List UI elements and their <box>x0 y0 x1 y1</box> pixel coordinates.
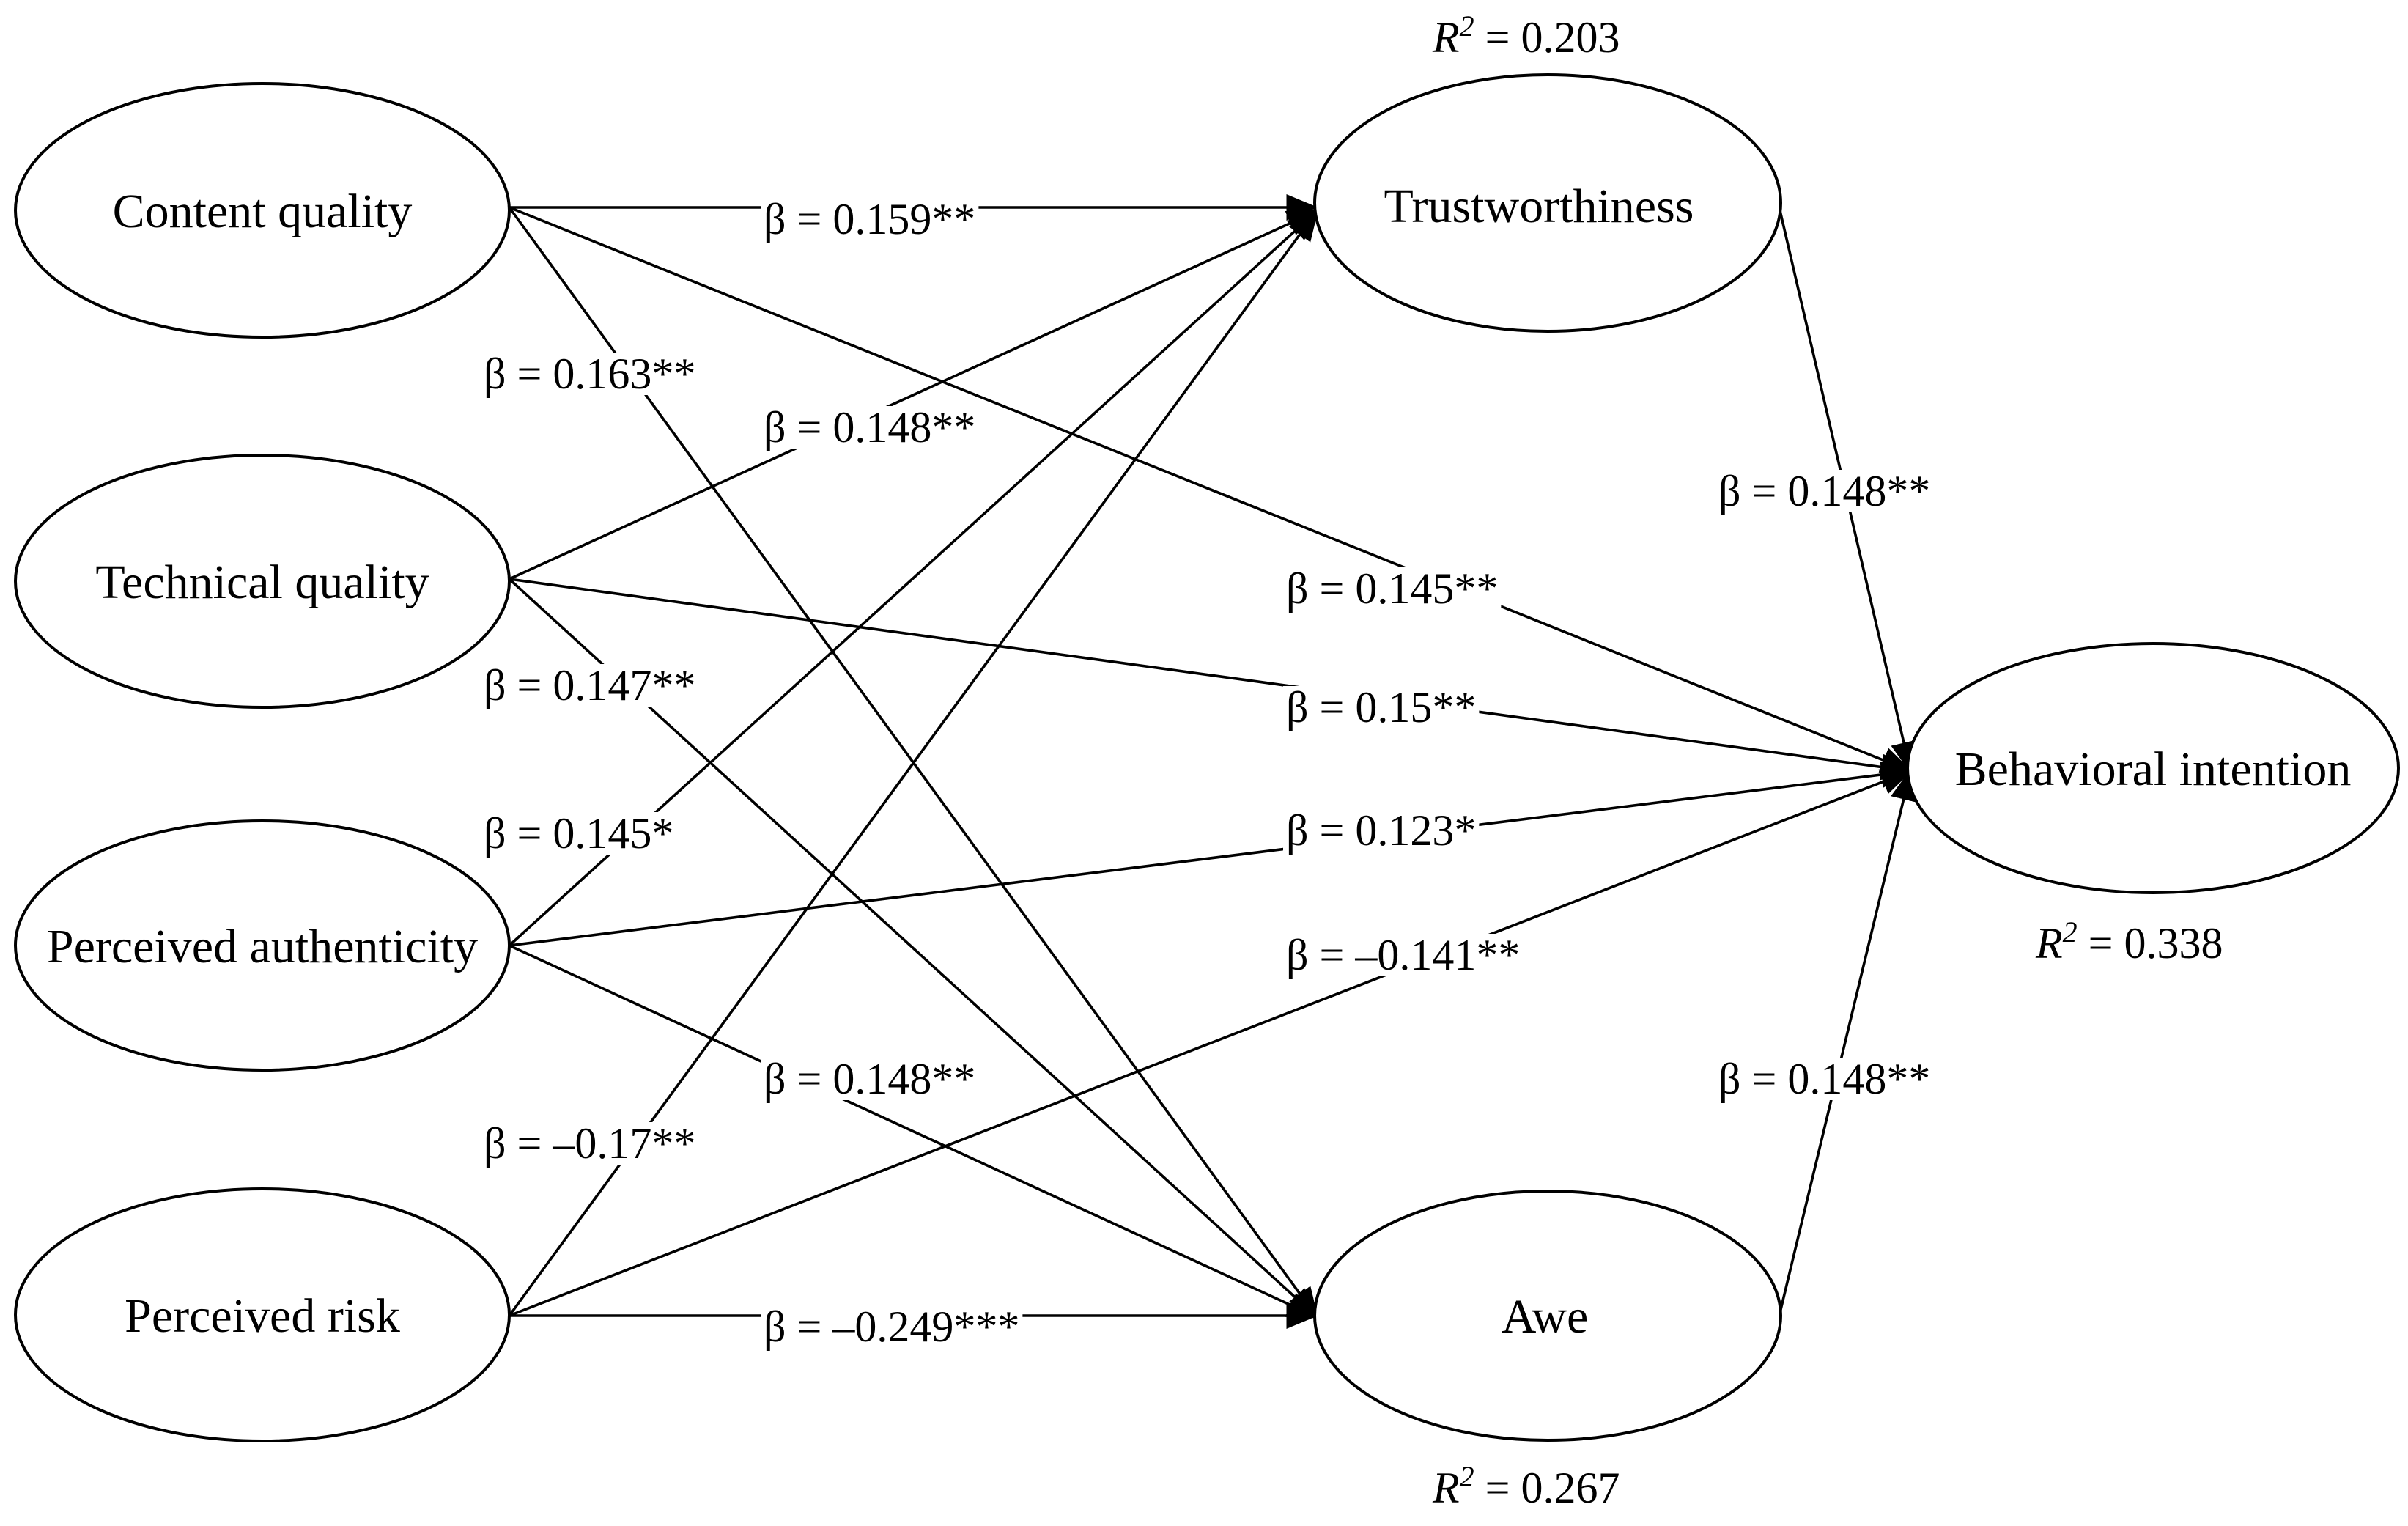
r-squared-trustworthiness: R2 = 0.203 <box>1432 10 1620 62</box>
beta-label-tq-awe: β = 0.147** <box>484 661 695 709</box>
beta-label-tq-bi: β = 0.15** <box>1286 683 1476 731</box>
beta-label-background <box>481 812 677 855</box>
node-awe: Awe <box>1313 1190 1782 1442</box>
beta-label-pa-awe: β = 0.148** <box>764 1055 975 1103</box>
node-ellipse <box>14 82 511 339</box>
beta-label-background <box>1283 809 1480 852</box>
beta-label-background <box>761 1058 979 1100</box>
path-line-pa-awe <box>509 944 1320 1319</box>
beta-label-pa-trust: β = 0.145* <box>484 809 673 858</box>
node-technical-quality: Technical quality <box>14 454 511 709</box>
beta-label-background <box>1715 1058 1934 1100</box>
beta-label-pr-awe: β = –0.249*** <box>764 1302 1019 1351</box>
beta-label-background <box>481 1122 699 1165</box>
beta-label-pr-trust: β = –0.17** <box>484 1119 695 1168</box>
r-squared-awe: R2 = 0.267 <box>1432 1460 1620 1512</box>
node-label-trustworthiness: Trustworthiness <box>1384 180 1694 233</box>
beta-label-background <box>481 664 699 707</box>
beta-label-trust-bi: β = 0.148** <box>1718 467 1930 515</box>
r-power: 2 <box>1460 1460 1474 1493</box>
path-coefficient-labels: β = 0.159** β = 0.163** β = 0.148** β = … <box>481 195 1934 1351</box>
beta-label-pa-bi: β = 0.123* <box>1286 806 1476 855</box>
node-ellipse <box>14 1187 511 1442</box>
path-line-awe-bi <box>1778 768 1917 1316</box>
r-squared-value: = 0.203 <box>1474 13 1620 62</box>
path-lines <box>508 194 1917 1329</box>
beta-label-tq-trust: β = 0.148** <box>764 403 975 451</box>
r-symbol: R <box>2035 919 2063 967</box>
node-label-content-quality: Content quality <box>113 185 413 238</box>
node-perceived-risk: Perceived risk <box>14 1187 511 1442</box>
beta-label-awe-bi: β = 0.148** <box>1718 1055 1930 1103</box>
beta-label-background <box>1283 934 1524 976</box>
node-label-technical-quality: Technical quality <box>95 556 429 609</box>
node-label-perceived-authenticity: Perceived authenticity <box>47 920 478 973</box>
r-power: 2 <box>1460 10 1474 43</box>
beta-label-cq-bi: β = 0.145** <box>1286 564 1498 613</box>
r-squared-value: = 0.267 <box>1474 1464 1620 1512</box>
path-line-pr-bi <box>509 769 1913 1317</box>
node-label-perceived-risk: Perceived risk <box>125 1289 400 1343</box>
path-line-tq-trust <box>509 210 1320 580</box>
beta-label-background <box>761 1305 1023 1348</box>
r-power: 2 <box>2063 915 2078 948</box>
node-trustworthiness: Trustworthiness <box>1313 73 1782 333</box>
beta-label-background <box>1283 686 1480 729</box>
node-ellipse <box>14 454 511 709</box>
node-ellipse <box>14 819 511 1072</box>
beta-label-background <box>1283 567 1502 610</box>
r-squared-behavioral-intention: R2 = 0.338 <box>2035 915 2223 967</box>
path-line-tq-bi <box>509 578 1913 781</box>
r-symbol: R <box>1432 13 1460 62</box>
beta-label-background <box>761 198 979 240</box>
node-content-quality: Content quality <box>14 82 511 339</box>
beta-label-cq-trust: β = 0.159** <box>764 195 975 243</box>
r-squared-value: = 0.338 <box>2078 919 2223 967</box>
node-ellipse <box>1313 1190 1782 1442</box>
path-line-cq-bi <box>509 206 1913 773</box>
node-behavioral-intention: Behavioral intention <box>1906 642 2400 894</box>
node-perceived-authenticity: Perceived authenticity <box>14 819 511 1072</box>
beta-label-pr-bi: β = –0.141** <box>1286 931 1520 979</box>
beta-label-background <box>481 353 699 395</box>
node-label-behavioral-intention: Behavioral intention <box>1955 742 2352 796</box>
beta-label-cq-awe: β = 0.163** <box>484 350 695 398</box>
beta-label-background <box>1715 470 1934 512</box>
path-line-pa-bi <box>509 762 1913 947</box>
node-ellipse <box>1313 73 1782 333</box>
beta-label-background <box>761 406 979 449</box>
node-ellipse <box>1906 642 2400 894</box>
node-label-awe: Awe <box>1502 1290 1589 1343</box>
r-symbol: R <box>1432 1464 1460 1512</box>
